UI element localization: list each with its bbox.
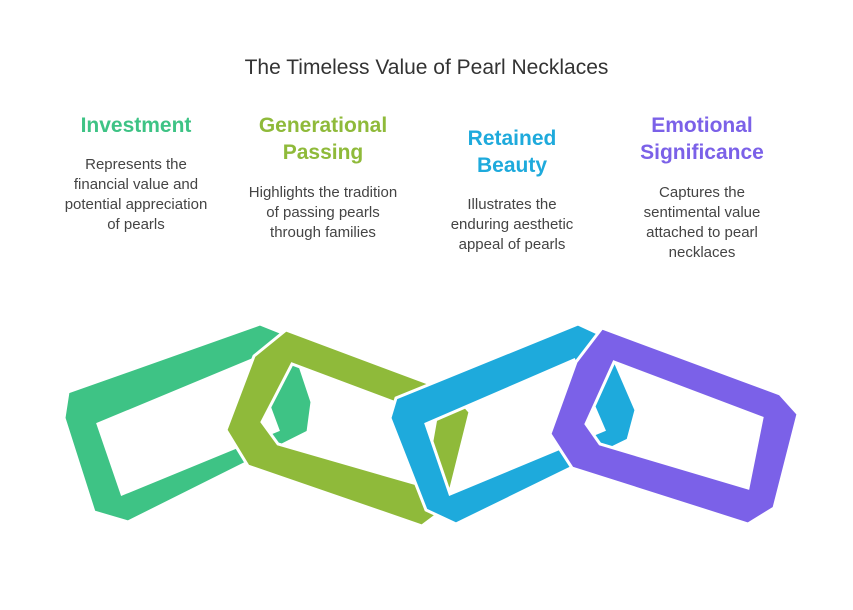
item-emotional-significance: Emotional Significance Captures the sent… (617, 112, 787, 263)
chain-link-emotional-significance (548, 326, 800, 526)
item-retained-beauty: Retained Beauty Illustrates the enduring… (427, 125, 597, 255)
item-heading: Emotional Significance (640, 114, 764, 164)
item-description: Represents the financial value and poten… (64, 156, 208, 233)
chain-link-shape (548, 326, 800, 526)
item-generational-passing: Generational Passing Highlights the trad… (238, 112, 408, 243)
item-description: Illustrates the enduring aesthetic appea… (450, 196, 574, 253)
item-heading: Retained Beauty (467, 127, 557, 177)
diagram-title: The Timeless Value of Pearl Necklaces (244, 56, 609, 79)
chain-link-shape (388, 322, 638, 526)
chain-link-investment (62, 322, 314, 524)
chain-link-retained-beauty (388, 322, 638, 526)
item-heading: Investment (80, 114, 192, 137)
chain-link-shape (62, 322, 314, 524)
item-investment: Investment Represents the financial valu… (51, 112, 221, 235)
item-description: Captures the sentimental value attached … (643, 184, 761, 261)
item-description: Highlights the tradition of passing pear… (248, 184, 398, 241)
item-heading: Generational Passing (258, 114, 388, 164)
